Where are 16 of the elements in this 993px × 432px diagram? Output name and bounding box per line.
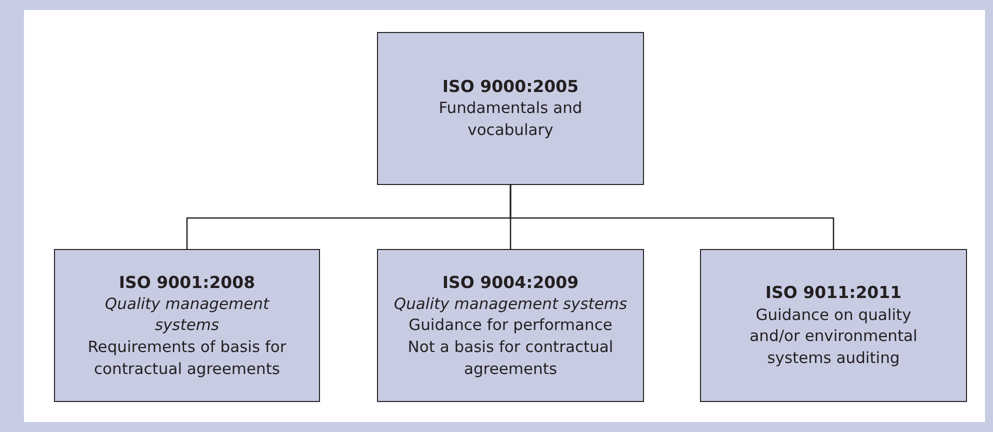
standard-title: ISO 9001:2008 (118, 272, 256, 294)
standard-description: Quality management systems (104, 294, 270, 336)
standard-title: ISO 9004:2009 (442, 272, 579, 294)
standard-box (377, 249, 644, 402)
standard-description: Guidance on quality and/or environmental systems auditing (748, 304, 918, 369)
standard-description: Not a basis for contractual agreements (406, 337, 614, 380)
standard-description: Requirements of basis for contractual agreements (86, 337, 288, 380)
standard-box (700, 249, 967, 402)
connector-line (510, 185, 834, 249)
standard-description: Guidance for performance (408, 315, 612, 336)
standard-box (54, 249, 320, 402)
standard-box (377, 32, 644, 185)
standard-description: Fundamentals and vocabulary (438, 98, 584, 142)
standard-title: ISO 9011:2011 (765, 282, 902, 304)
standard-description: Quality management systems (394, 294, 628, 315)
standard-title: ISO 9000:2005 (442, 76, 579, 98)
